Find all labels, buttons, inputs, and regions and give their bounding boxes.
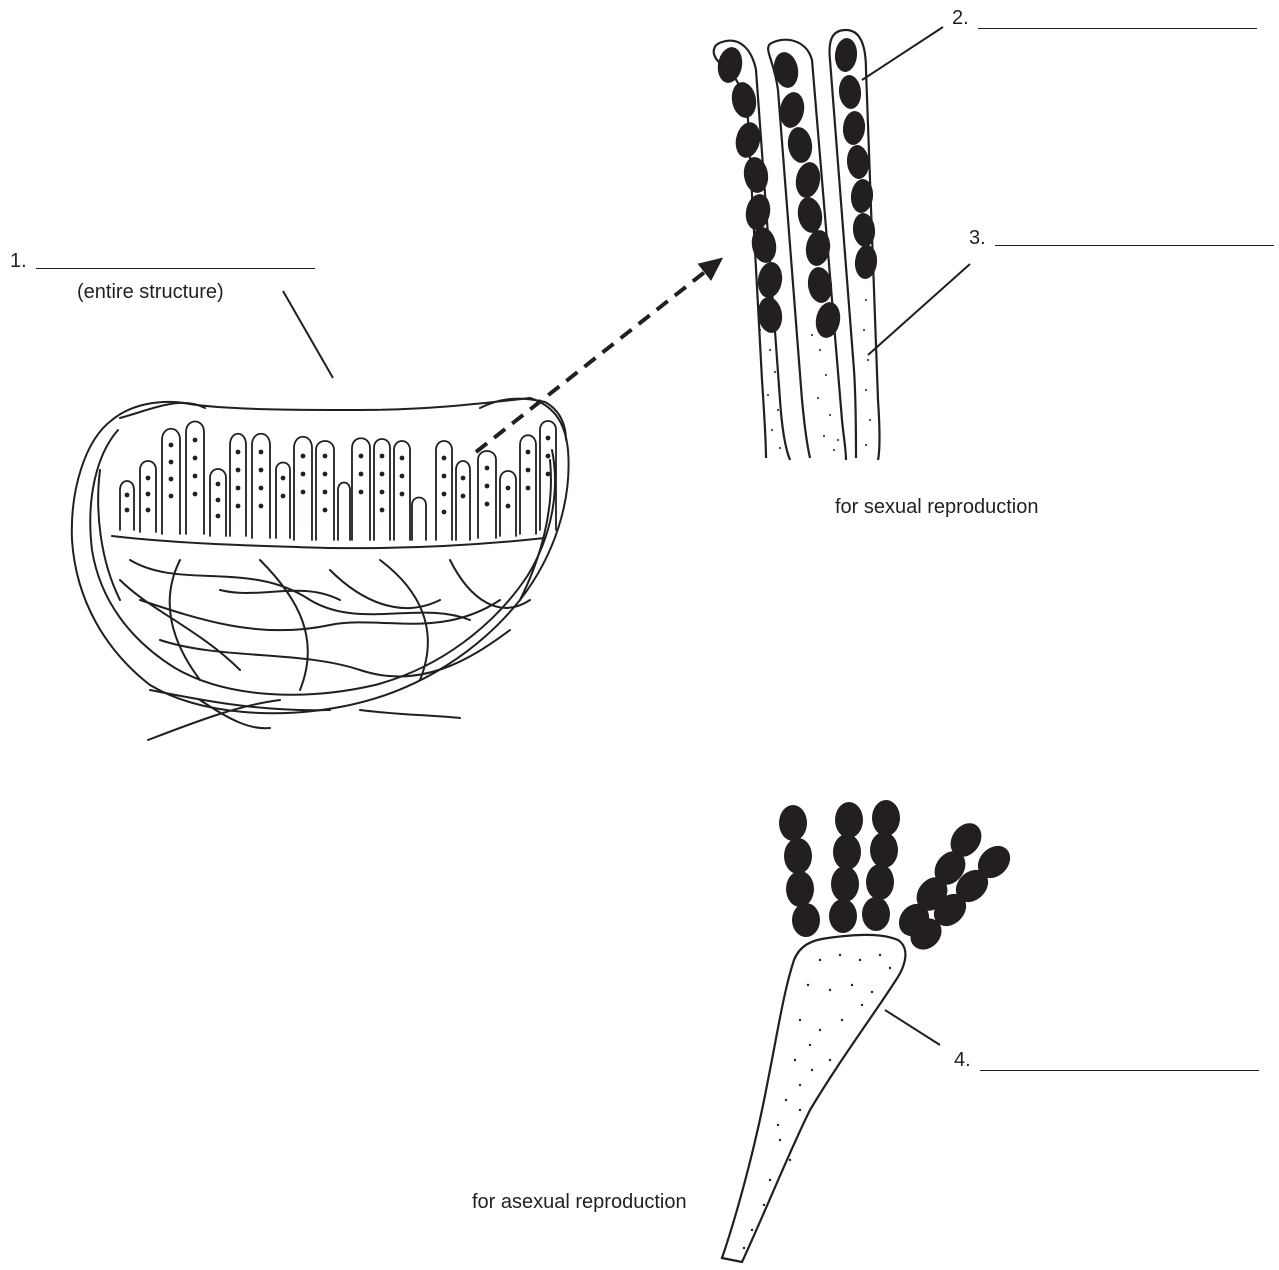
cup-fungus-drawing	[72, 398, 569, 740]
leader-line-3	[868, 264, 970, 355]
label-2-number: 2.	[952, 6, 969, 30]
dashed-arrow	[476, 260, 720, 452]
label-4-blank[interactable]	[980, 1070, 1259, 1071]
caption-sexual: for sexual reproduction	[835, 495, 1038, 519]
label-1-note: (entire structure)	[77, 280, 224, 304]
label-3-blank[interactable]	[995, 245, 1274, 246]
leader-line-2	[862, 27, 943, 80]
label-1-blank[interactable]	[36, 268, 315, 269]
label-2-blank[interactable]	[978, 28, 1257, 29]
asci-drawing	[714, 30, 880, 460]
label-3-number: 3.	[969, 226, 986, 250]
caption-asexual: for asexual reproduction	[472, 1190, 687, 1214]
label-4-number: 4.	[954, 1048, 971, 1072]
leader-line-1	[283, 291, 333, 378]
conidiophore-drawing	[722, 800, 1017, 1262]
label-1-number: 1.	[10, 249, 27, 273]
leader-line-4	[885, 1010, 940, 1045]
